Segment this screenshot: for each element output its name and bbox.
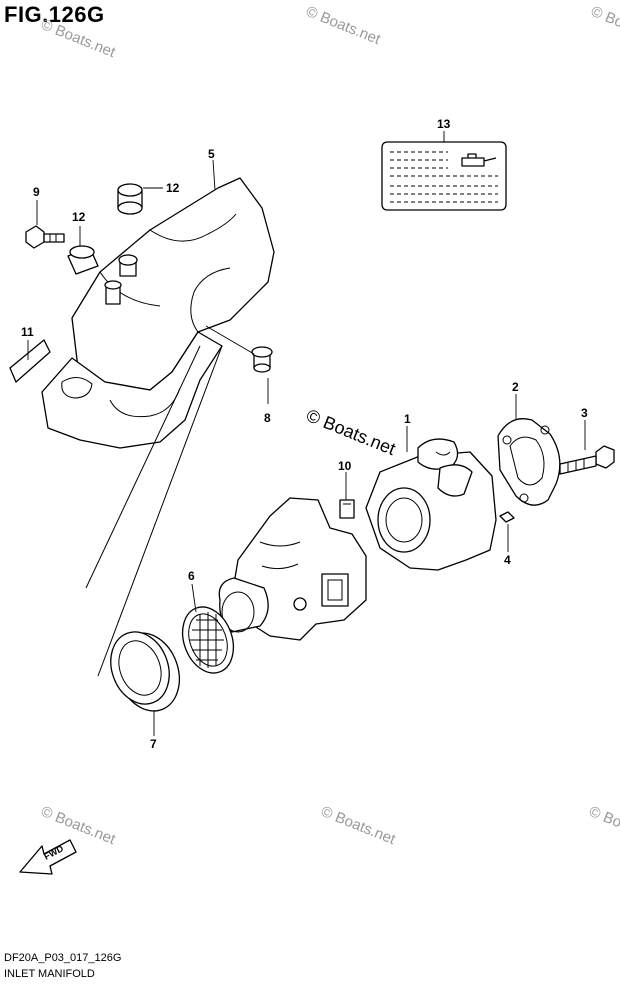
part-1-inlet-manifold xyxy=(365,426,497,571)
callout-12-lower: 12 xyxy=(72,210,86,224)
callout-6: 6 xyxy=(188,569,195,583)
figure-code: DF20A_P03_017_126G xyxy=(4,952,122,964)
callout-9: 9 xyxy=(33,185,40,199)
part-4-pin xyxy=(499,511,515,552)
watermark-text: © Boats.net xyxy=(319,803,399,849)
watermark-text: © Boats.net xyxy=(39,803,119,849)
fwd-arrow-icon: FWD xyxy=(19,839,77,875)
callout-11: 11 xyxy=(21,325,34,339)
callout-3: 3 xyxy=(581,406,588,420)
watermark-text: © Boats.net xyxy=(587,803,620,849)
part-10-clip xyxy=(339,472,355,519)
callout-1: 1 xyxy=(404,412,411,426)
callout-4: 4 xyxy=(504,553,511,567)
watermark-text: © Boats.net xyxy=(39,16,119,62)
part-13-label-decal xyxy=(381,131,507,211)
part-3-bolt xyxy=(559,420,615,475)
callout-10: 10 xyxy=(338,459,352,473)
part-2-gasket xyxy=(497,394,561,506)
callout-12-upper: 12 xyxy=(166,181,180,195)
figure-title: FIG.126G xyxy=(4,2,105,27)
watermark-text: © Boats.net xyxy=(589,3,620,49)
callout-5: 5 xyxy=(208,147,215,161)
part-12-grommet-lower xyxy=(67,226,99,275)
part-8-grommet xyxy=(205,325,273,404)
part-11-seal xyxy=(9,339,51,383)
callout-8: 8 xyxy=(264,411,271,425)
watermark-main-text: © Boats.net xyxy=(304,405,399,459)
part-6-screen xyxy=(181,583,235,674)
part-7-seal-ring xyxy=(110,631,180,736)
part-12-grommet-upper xyxy=(117,183,163,215)
callout-13: 13 xyxy=(437,117,451,131)
callout-2: 2 xyxy=(512,380,519,394)
callouts: 1 2 3 4 5 6 7 8 9 10 11 12 12 13 xyxy=(21,117,588,751)
callout-7: 7 xyxy=(150,737,157,751)
part-9-bolt xyxy=(25,200,65,249)
watermark-text: © Boats.net xyxy=(304,3,384,49)
part-5-silencer-case xyxy=(41,159,275,677)
throttle-body xyxy=(218,497,367,641)
figure-name: INLET MANIFOLD xyxy=(4,968,95,980)
